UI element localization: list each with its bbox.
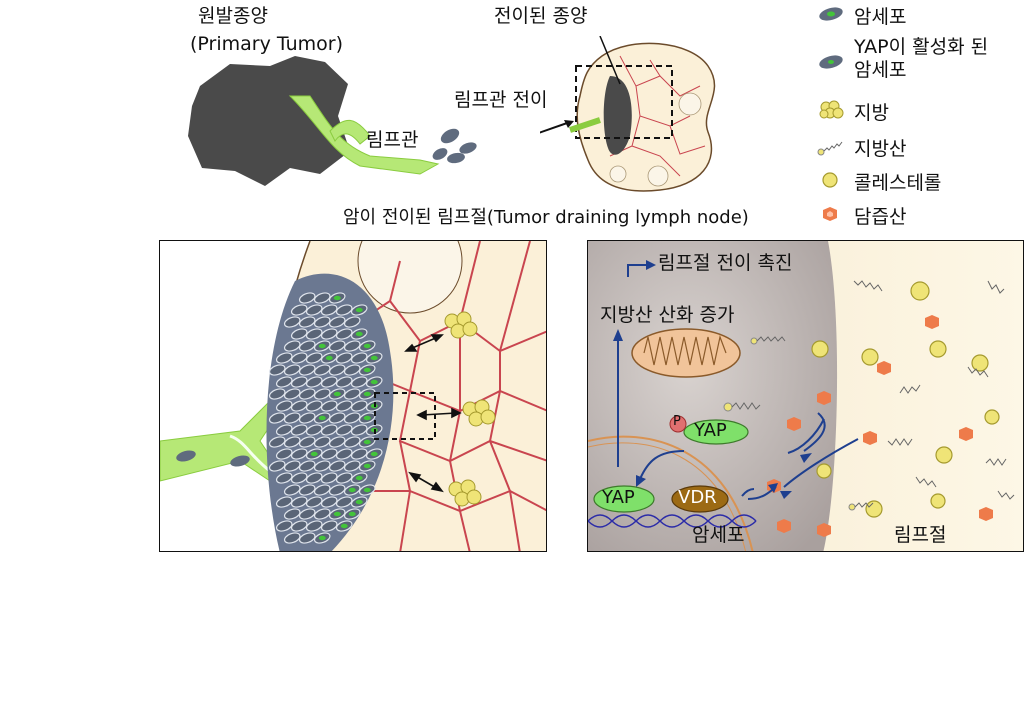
yap-nucleus [371, 380, 378, 384]
yap-nucleus-label: YAP [602, 488, 635, 509]
lymphatic-metastasis-label: 림프관 전이 [454, 90, 547, 112]
yap-nucleus [356, 308, 363, 312]
tdln-zoom-panel [159, 240, 547, 552]
bile-acid-icon [816, 202, 846, 226]
mechanism-illustration [588, 241, 1024, 552]
yap-nucleus [364, 440, 371, 444]
yap-nucleus [364, 416, 371, 420]
legend-label: 담즙산 [854, 202, 906, 229]
mitochondrion [632, 329, 740, 377]
tdln-zoom-illustration [160, 241, 547, 552]
yap-nucleus [334, 392, 341, 396]
yap-nucleus [341, 524, 348, 528]
legend-cancer-cell: 암세포 [816, 2, 906, 29]
yap-nucleus [319, 416, 326, 420]
promote-metastasis-label: 림프절 전이 촉진 [658, 253, 792, 275]
lymphatic-vessel-label: 림프관 [366, 130, 418, 152]
yap-cytoplasm-label: YAP [694, 421, 727, 442]
yap-nucleus [349, 488, 356, 492]
yap-nucleus [319, 344, 326, 348]
primary-tumor-label-en: (Primary Tumor) [190, 34, 343, 56]
yap-nucleus [334, 512, 341, 516]
lymph-node-overview [540, 36, 740, 194]
yap-nucleus [356, 476, 363, 480]
cancer-cell-label: 암세포 [692, 525, 744, 547]
fatty-acid-icon [816, 134, 846, 158]
legend-label: YAP이 활성화 된 암세포 [854, 36, 988, 82]
yap-nucleus [364, 344, 371, 348]
legend-yap-cell: YAP이 활성화 된 암세포 [816, 36, 988, 82]
legend-label: 콜레스테롤 [854, 168, 941, 195]
yap-nucleus [364, 392, 371, 396]
yap-nucleus [319, 536, 326, 540]
primary-tumor-label-ko: 원발종양 [198, 6, 268, 28]
metastasis-arrow [540, 122, 570, 136]
migrating-cells [431, 126, 479, 165]
yap-nucleus [364, 368, 371, 372]
fao-increase-label: 지방산 산화 증가 [600, 305, 734, 327]
mechanism-panel: 림프절 전이 촉진 지방산 산화 증가 P YAP YAP VDR 암세포 림프… [587, 240, 1024, 552]
yap-nucleus [334, 296, 341, 300]
metastatic-tumor-label: 전이된 종양 [494, 6, 587, 28]
legend-label: 지방 [854, 98, 889, 125]
legend-label: 암세포 [854, 2, 906, 29]
cholesterol-icon [816, 168, 846, 192]
legend-label: 지방산 [854, 134, 906, 161]
yap-nucleus [371, 452, 378, 456]
cancer-cell-icon [816, 2, 846, 26]
primary-tumor-illustration [180, 56, 480, 196]
yap-nucleus [364, 488, 371, 492]
legend-bile-acid: 담즙산 [816, 202, 906, 229]
yap-nucleus [371, 356, 378, 360]
tdln-title: 암이 전이된 림프절(Tumor draining lymph node) [343, 208, 749, 229]
phospho-label: P [673, 415, 681, 430]
yap-nucleus [311, 452, 318, 456]
lymph-node-label: 림프절 [894, 525, 946, 547]
yap-nucleus [349, 512, 356, 516]
legend-fatty-acid: 지방산 [816, 134, 906, 161]
legend-cholesterol: 콜레스테롤 [816, 168, 941, 195]
fat-icon [816, 98, 846, 122]
yap-nucleus [356, 332, 363, 336]
yap-nucleus [356, 500, 363, 504]
yap-active-cell-icon [816, 50, 846, 74]
yap-nucleus [326, 356, 333, 360]
legend-fat: 지방 [816, 98, 889, 125]
vdr-label: VDR [678, 488, 717, 509]
yap-nucleus [364, 464, 371, 468]
